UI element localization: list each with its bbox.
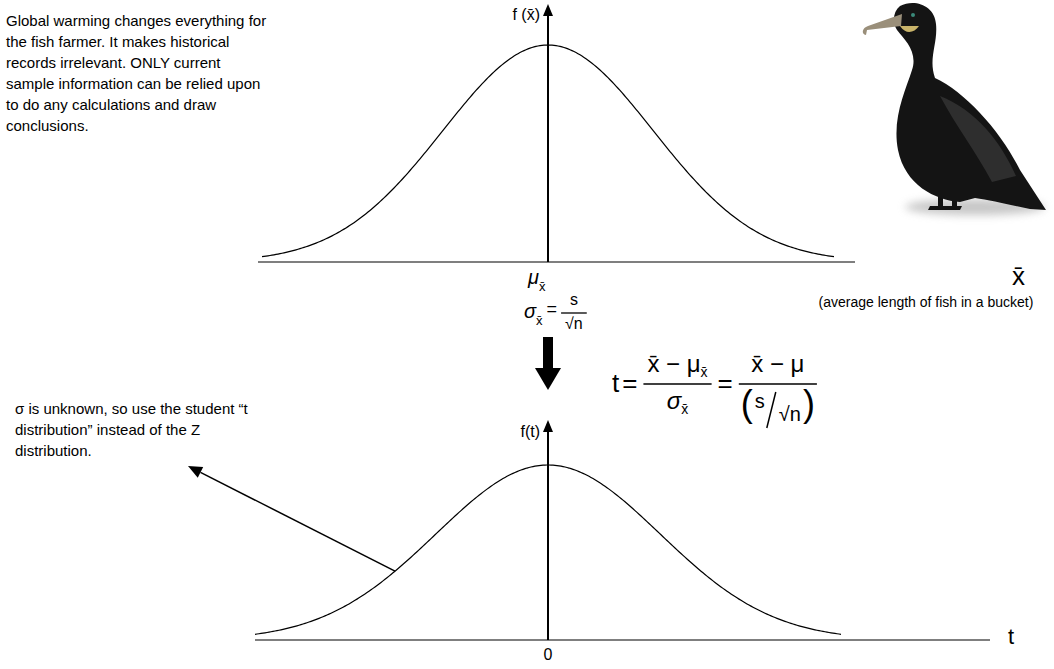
y-axis bbox=[547, 14, 549, 262]
fraction-numerator: x̄ − μ bbox=[751, 350, 804, 378]
math-operator: = bbox=[622, 369, 637, 399]
x-axis bbox=[258, 261, 855, 262]
bird-feet bbox=[928, 206, 962, 210]
fraction-denominator: σ bbox=[667, 387, 681, 415]
bird-eye bbox=[911, 13, 915, 17]
bird-body bbox=[894, 3, 1046, 210]
fraction-bar bbox=[643, 383, 711, 385]
t-curve bbox=[255, 465, 841, 634]
transform-arrow bbox=[543, 337, 553, 369]
fraction-denominator: √n bbox=[565, 315, 583, 333]
math-symbol: t bbox=[612, 369, 619, 399]
axis-variable: t bbox=[1008, 624, 1014, 649]
axis-label: f (x̄) bbox=[512, 6, 540, 24]
y-axis bbox=[547, 430, 549, 640]
bird-beak bbox=[863, 14, 902, 35]
t-axis bbox=[255, 639, 990, 640]
axis-tick-label: 0 bbox=[544, 646, 553, 664]
parenthesis: ) bbox=[803, 383, 815, 424]
normal-curve bbox=[262, 45, 834, 257]
math-symbol: μ bbox=[528, 266, 539, 289]
fraction-numerator: s bbox=[755, 390, 765, 413]
bird-wing bbox=[940, 96, 1016, 182]
intro-note: Global warming changes everything for th… bbox=[6, 10, 268, 136]
math-operator: = bbox=[718, 369, 733, 399]
axis-arrowhead bbox=[543, 420, 553, 432]
math-symbol: σ bbox=[524, 300, 536, 323]
math-subscript: x̄ bbox=[681, 401, 688, 417]
fraction-bar bbox=[561, 312, 587, 313]
math-operator: = bbox=[547, 299, 558, 320]
leader-line bbox=[200, 472, 395, 571]
fraction-slash bbox=[767, 392, 776, 428]
fraction-denominator: √n bbox=[779, 403, 801, 426]
axis-caption: (average length of fish in a bucket) bbox=[819, 294, 1034, 310]
transform-arrowhead bbox=[535, 368, 561, 390]
axis-variable: x̄ bbox=[1012, 262, 1025, 292]
axis-arrowhead bbox=[543, 4, 553, 16]
axis-label: f(t) bbox=[520, 423, 540, 441]
leader-arrowhead bbox=[188, 466, 203, 478]
fraction-numerator: x̄ − μ bbox=[647, 350, 700, 378]
callout-note: σ is unknown, so use the student “t dist… bbox=[15, 398, 253, 461]
cormorant-illustration bbox=[863, 3, 1046, 215]
math-subscript: x̄ bbox=[536, 314, 543, 329]
bird-throat bbox=[900, 26, 919, 32]
math-subscript: x̄ bbox=[539, 280, 546, 295]
parenthesis: ( bbox=[741, 383, 753, 424]
fraction-numerator: s bbox=[570, 291, 578, 309]
math-subscript: x̄ bbox=[701, 364, 708, 380]
